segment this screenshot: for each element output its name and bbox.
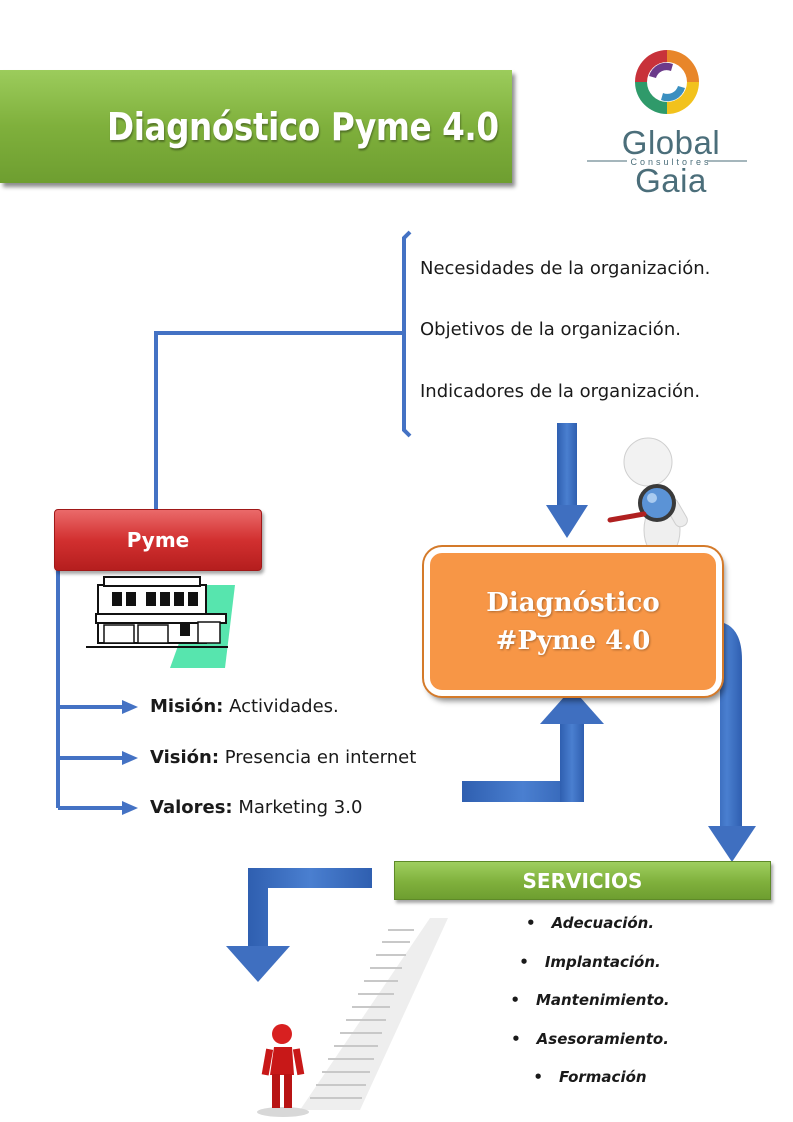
mision-value: Actividades.: [223, 696, 339, 717]
servicio-label: Adecuación.: [551, 914, 655, 932]
global-gaia-logo-icon: [587, 50, 747, 162]
mision-key: Misión:: [150, 696, 224, 717]
diagnostico-line2: #Pyme 4.0: [495, 625, 651, 656]
servicio-item: • Formación: [440, 1068, 740, 1086]
bullet-icon: •: [519, 953, 529, 971]
store-icon: [86, 576, 235, 668]
top-list-item: Objetivos de la organización.: [420, 319, 681, 340]
valores-key: Valores:: [150, 797, 233, 818]
vision-item: Visión: Presencia en internet: [150, 747, 416, 768]
servicios-label: SERVICIOS: [522, 868, 643, 893]
bullet-icon: •: [511, 1030, 521, 1048]
valores-value: Marketing 3.0: [232, 797, 363, 818]
mision-item: Misión: Actividades.: [150, 696, 339, 717]
servicio-label: Asesoramiento.: [536, 1030, 669, 1048]
servicio-item: • Implantación.: [440, 953, 740, 971]
curved-down-arrow-icon: [708, 621, 756, 862]
servicio-label: Mantenimiento.: [535, 991, 670, 1009]
top-list-item: Indicadores de la organización.: [420, 381, 701, 402]
pyme-to-list-connector: [154, 331, 404, 512]
servicio-label: Implantación.: [544, 953, 661, 971]
top-list-item: Necesidades de la organización.: [420, 258, 711, 279]
down-arrow-icon: [546, 423, 588, 538]
red-person-icon: [257, 1024, 309, 1117]
pyme-label-box: Pyme: [54, 509, 262, 571]
bullet-icon: •: [525, 914, 536, 932]
servicio-item: • Mantenimiento.: [440, 991, 740, 1009]
diagnostico-box: Diagnóstico #Pyme 4.0: [424, 547, 722, 696]
up-arrow-icon: [462, 688, 604, 802]
stairs-icon: [300, 918, 448, 1110]
servicio-label: Formación: [559, 1068, 647, 1086]
page-title: Diagnóstico Pyme 4.0: [106, 104, 499, 149]
title-banner: Diagnóstico Pyme 4.0: [0, 70, 512, 183]
servicios-bar: SERVICIOS: [394, 861, 771, 900]
vision-key: Visión:: [150, 747, 220, 768]
left-down-arrow-icon: [226, 868, 372, 982]
diagnostico-line1: Diagnóstico: [486, 587, 660, 618]
servicio-item: • Asesoramiento.: [440, 1030, 740, 1048]
bullet-icon: •: [533, 1068, 544, 1086]
logo-subtitle: Consultores: [630, 157, 712, 167]
top-list-bracket: [402, 230, 412, 438]
bullet-icon: •: [510, 991, 520, 1009]
valores-item: Valores: Marketing 3.0: [150, 797, 362, 818]
vision-value: Presencia en internet: [219, 747, 417, 768]
pyme-label: Pyme: [126, 528, 190, 552]
servicio-item: • Adecuación.: [440, 914, 740, 932]
logo-name: Global Gaia: [621, 124, 721, 199]
